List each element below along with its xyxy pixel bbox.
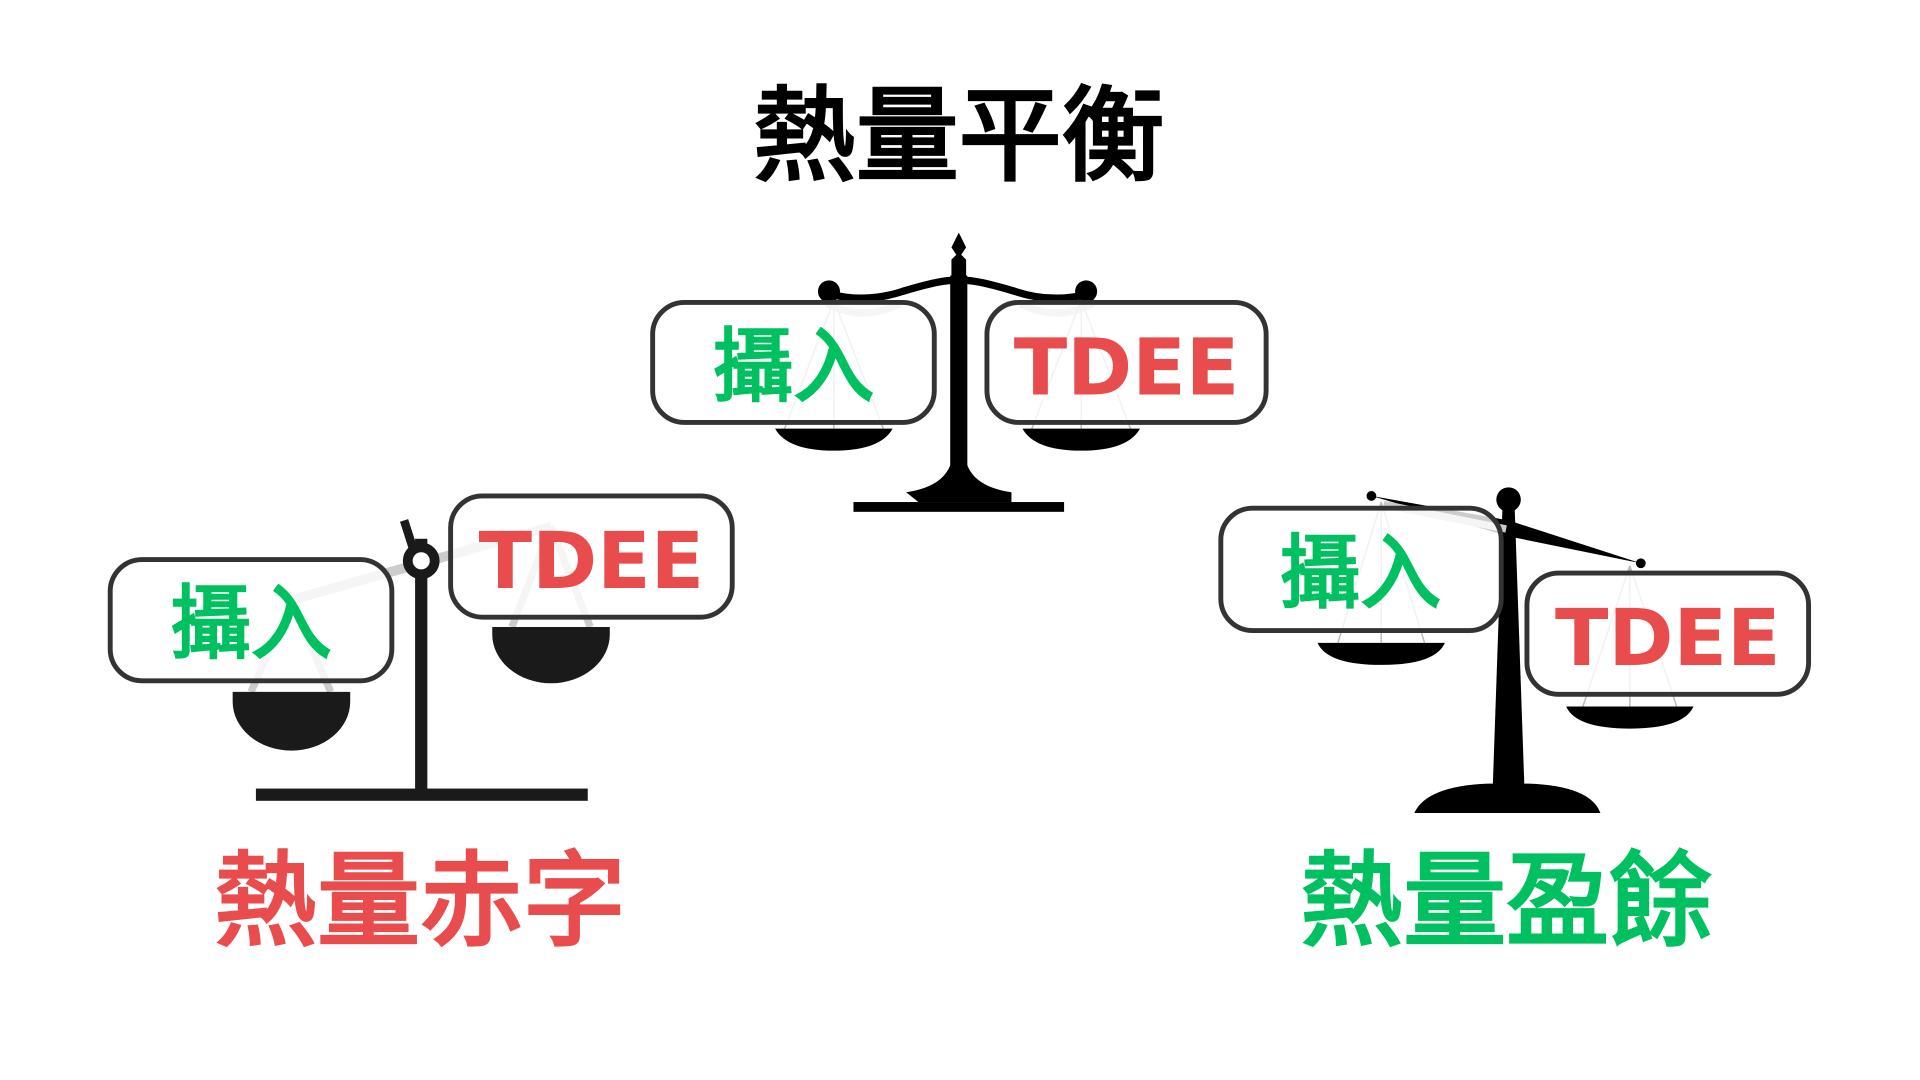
deficit-section: 攝入 TDEE 熱量赤字 xyxy=(107,493,735,962)
surplus-intake-box xyxy=(1218,505,1504,634)
balance-tdee-label: TDEE xyxy=(1014,322,1240,413)
deficit-tdee-box xyxy=(448,493,735,620)
deficit-intake-label: 攝入 xyxy=(170,577,332,671)
deficit-intake-box xyxy=(107,557,395,684)
balance-intake-label: 攝入 xyxy=(713,320,875,414)
balance-tdee-box xyxy=(984,300,1269,425)
surplus-section: 攝入 TDEE 熱量盈餘 xyxy=(1218,487,1812,962)
surplus-intake-label: 攝入 xyxy=(1280,527,1442,621)
balance-title: 熱量平衡 xyxy=(753,77,1164,196)
balance-intake-box xyxy=(650,300,937,425)
deficit-tdee-label: TDEE xyxy=(479,516,705,607)
deficit-title: 熱量赤字 xyxy=(214,843,625,962)
balance-section: 熱量平衡 攝入 TDEE xyxy=(650,77,1269,512)
surplus-tdee-label: TDEE xyxy=(1555,593,1781,684)
surplus-title: 熱量盈餘 xyxy=(1300,843,1712,962)
surplus-tdee-box xyxy=(1524,570,1812,697)
